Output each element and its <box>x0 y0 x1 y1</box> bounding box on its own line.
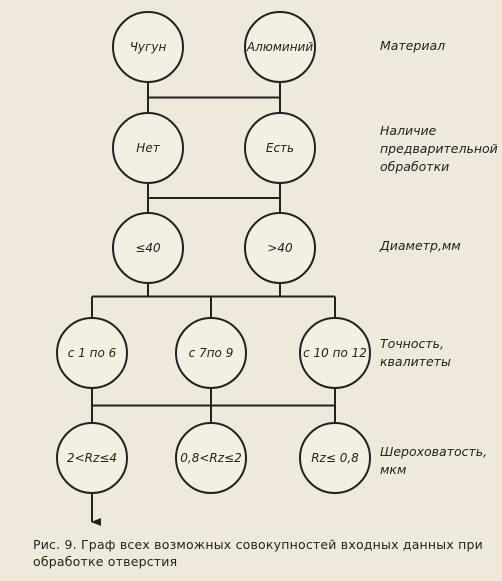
level-label-3: Диаметр,мм <box>379 238 461 253</box>
graph-node-4-1 <box>56 317 128 389</box>
graph-node-4-3 <box>299 317 371 389</box>
graph-node-label: Rz≤ 0,8 <box>311 451 359 465</box>
level-label-5: Шероховатость, <box>380 444 487 459</box>
graph-node-5-1 <box>56 422 128 494</box>
level-label-1: Материал <box>380 38 445 53</box>
graph-node-label: 0,8<Rz≤2 <box>180 451 241 465</box>
graph-node-label: с 10 по 12 <box>303 346 367 360</box>
graph-node-label: с 1 по 6 <box>68 346 117 360</box>
graph-node-label: >40 <box>267 241 293 255</box>
graph-node-label: с 7по 9 <box>189 346 234 360</box>
graph-node-label: Нет <box>136 141 160 155</box>
figure-caption: Рис. 9. Граф всех возможных совокупносте… <box>33 537 483 569</box>
graph-node-3-1 <box>112 212 184 284</box>
graph-node-5-3 <box>299 422 371 494</box>
graph-node-2-1 <box>112 112 184 184</box>
graph-node-label: ≤40 <box>135 241 161 255</box>
graph-node-1-1 <box>112 11 184 83</box>
graph-node-label: Чугун <box>130 40 167 54</box>
graph-node-label: 2<Rz≤4 <box>67 451 117 465</box>
graph-node-3-2 <box>244 212 316 284</box>
level-label-2: предварительной <box>380 141 498 156</box>
level-label-5: мкм <box>380 462 406 477</box>
level-label-2: обработки <box>380 159 449 174</box>
graph-node-5-2 <box>175 422 247 494</box>
graph-node-label: Алюминий <box>246 40 313 54</box>
graph-node-4-2 <box>175 317 247 389</box>
graph-node-1-2 <box>244 11 316 83</box>
graph-node-2-2 <box>244 112 316 184</box>
level-label-4: квалитеты <box>380 354 451 369</box>
level-label-2: Наличие <box>380 123 437 138</box>
graph-node-label: Есть <box>266 141 294 155</box>
level-label-4: Точность, <box>380 336 444 351</box>
